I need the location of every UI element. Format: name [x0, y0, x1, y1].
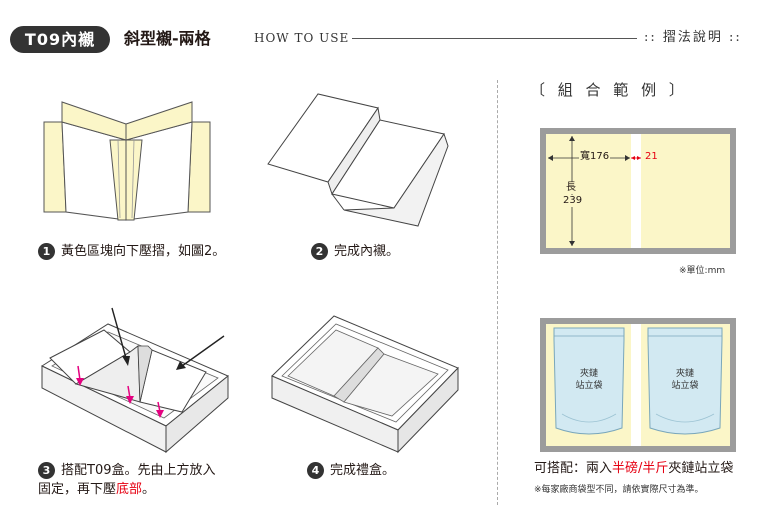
how-to-use-label: HOW TO USE [254, 31, 350, 45]
step1-caption: 1 黃色區塊向下壓摺，如圖2。 [38, 242, 225, 261]
bag-left-line2: 站立袋 [575, 381, 603, 391]
dimension-right-cell [641, 134, 730, 248]
product-title: 斜型襯-兩格 [124, 29, 211, 48]
compatible-prefix: 可搭配：兩入 [534, 461, 613, 476]
compatible-bags-caption: 可搭配：兩入半磅/半斤夾鏈站立袋 [534, 460, 733, 478]
bag-divider [631, 324, 641, 446]
bag-right-line1: 夾鏈 [675, 369, 694, 379]
bag-shapes [553, 327, 723, 435]
bag-left-label: 夾鏈 站立袋 [564, 368, 614, 392]
step2-illustration [267, 93, 449, 227]
step1-text: 黃色區塊向下壓摺，如圖2。 [61, 244, 226, 259]
length-label: 長 [566, 182, 576, 194]
step4-caption: 4 完成禮盒。 [307, 461, 395, 480]
length-value: 239 [563, 195, 583, 207]
product-code-badge: T09內襯 [10, 26, 110, 53]
compatible-highlight: 半磅/半斤 [612, 461, 669, 476]
bag-right-label: 夾鏈 站立袋 [660, 368, 710, 392]
combination-example-title: 〔 組 合 範 例 〕 [530, 81, 688, 99]
width-label: 寬176 [579, 151, 611, 163]
step4-number: 4 [307, 462, 324, 479]
step3-line2-prefix: 固定，再下壓 [38, 482, 117, 497]
step3-illustration [40, 307, 229, 454]
section-divider [497, 80, 498, 505]
step3-caption: 3 搭配T09盒。先由上方放入 固定，再下壓底部。 [38, 461, 215, 499]
step2-caption: 2 完成內襯。 [311, 242, 399, 261]
dimension-divider [631, 134, 641, 248]
vendor-note: ※每家廠商袋型不同，請依實際尺寸為準。 [534, 485, 704, 495]
step3-line1: 搭配T09盒。先由上方放入 [61, 463, 216, 478]
bag-right-line2: 站立袋 [671, 381, 699, 391]
gap-label: 21 [645, 151, 658, 162]
step3-line2-highlight: 底部 [116, 482, 143, 497]
step2-number: 2 [311, 243, 328, 260]
unit-note: ※單位:mm [679, 266, 726, 276]
step1-illustration [43, 101, 211, 221]
header-rule [352, 38, 637, 39]
step1-number: 1 [38, 243, 55, 260]
step3-line2-suffix: 。 [142, 482, 156, 497]
compatible-suffix: 夾鏈站立袋 [668, 461, 734, 476]
bag-left-line1: 夾鏈 [579, 369, 598, 379]
step4-illustration [271, 315, 459, 454]
step4-text: 完成禮盒。 [330, 463, 396, 478]
step2-text: 完成內襯。 [334, 244, 400, 259]
step3-number: 3 [38, 462, 55, 479]
folding-manual-label: :: 摺法說明 :: [644, 30, 742, 45]
